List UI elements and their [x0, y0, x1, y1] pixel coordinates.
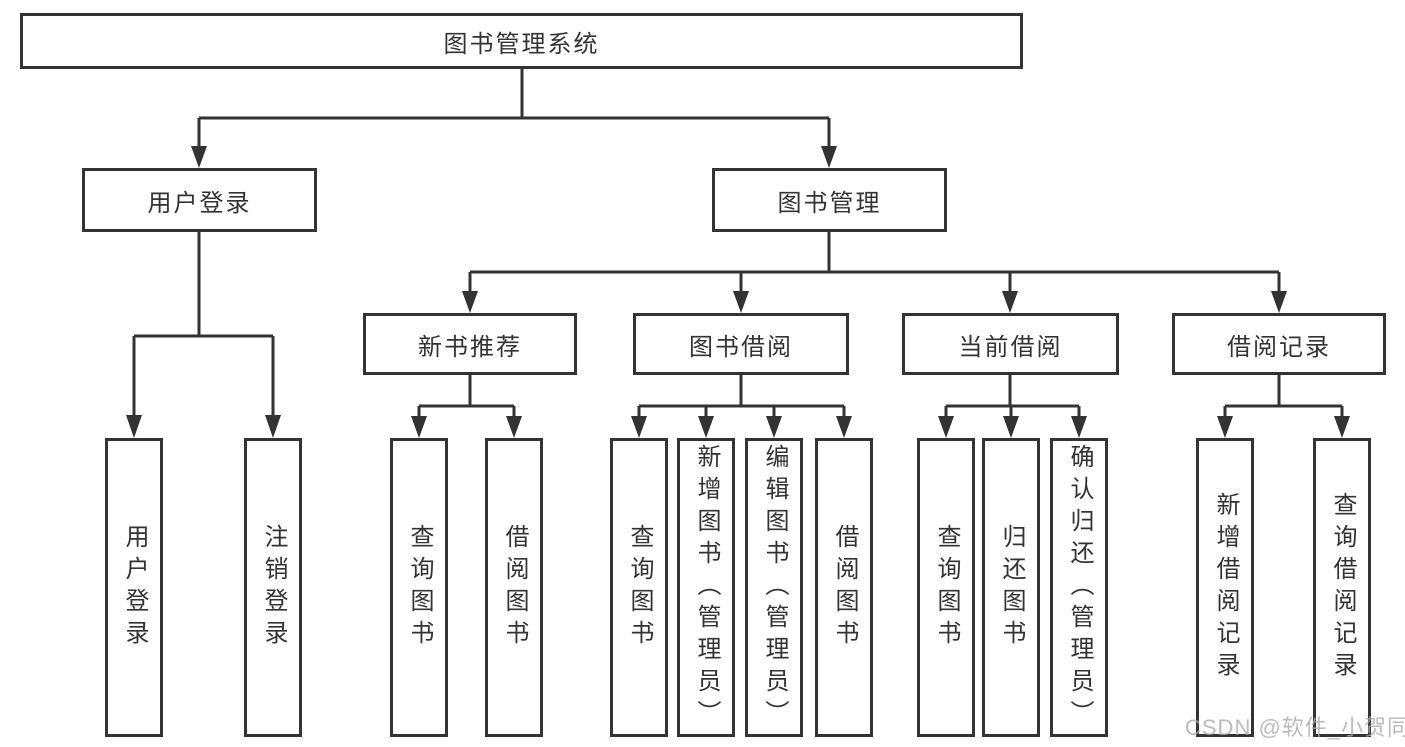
leaf-query-borrow-record: 查询借阅记录 [1313, 438, 1371, 737]
node-book-borrow-label: 图书借阅 [689, 333, 793, 361]
connector-user-login [126, 232, 281, 438]
leaf-user-login: 用户登录 [105, 438, 163, 737]
node-new-books-label: 新书推荐 [418, 333, 522, 361]
leaf-query-books-current: 查询图书 [917, 438, 975, 737]
leaf-add-borrow-record-label: 新增借阅记录 [1212, 491, 1239, 684]
node-book-mgmt: 图书管理 [712, 168, 947, 232]
leaf-user-login-label: 用户登录 [121, 523, 148, 652]
leaf-borrow-books: 借阅图书 [815, 438, 873, 737]
leaf-confirm-return-admin: 确认归还（管理员） [1050, 438, 1108, 737]
leaf-return-books: 归还图书 [982, 438, 1040, 737]
leaf-query-books-borrow-label: 查询图书 [626, 523, 653, 652]
connector-book-mgmt [462, 232, 1287, 313]
connector-book-borrow [631, 375, 852, 438]
leaf-query-books-new: 查询图书 [390, 438, 448, 737]
node-borrow-records: 借阅记录 [1172, 313, 1386, 375]
node-book-mgmt-label: 图书管理 [777, 189, 882, 217]
node-current-borrow-label: 当前借阅 [958, 333, 1063, 361]
leaf-query-books-borrow: 查询图书 [610, 438, 668, 737]
leaf-borrow-books-new-label: 借阅图书 [501, 523, 528, 652]
leaf-edit-books-admin: 编辑图书（管理员） [745, 438, 803, 737]
node-borrow-records-label: 借阅记录 [1227, 333, 1331, 361]
leaf-borrow-books-label: 借阅图书 [831, 523, 858, 652]
watermark: CSDN @软件_小贺同学 [1185, 715, 1405, 740]
leaf-borrow-books-new: 借阅图书 [485, 438, 543, 737]
leaf-add-books-admin-label: 新增图书（管理员） [693, 443, 720, 732]
node-new-books: 新书推荐 [363, 313, 577, 375]
leaf-logout-label: 注销登录 [260, 523, 287, 652]
node-root-label: 图书管理系统 [443, 30, 600, 58]
leaf-edit-books-admin-label: 编辑图书（管理员） [761, 443, 788, 732]
leaf-return-books-label: 归还图书 [998, 523, 1025, 652]
leaf-add-books-admin: 新增图书（管理员） [677, 438, 735, 737]
node-user-login: 用户登录 [82, 168, 317, 232]
leaf-query-books-current-label: 查询图书 [933, 523, 960, 652]
connector-borrow-records [1217, 375, 1350, 438]
node-root: 图书管理系统 [20, 13, 1023, 69]
leaf-confirm-return-admin-label: 确认归还（管理员） [1066, 443, 1093, 732]
node-current-borrow: 当前借阅 [902, 313, 1119, 375]
connector-new-books [411, 375, 522, 438]
leaf-add-borrow-record: 新增借阅记录 [1196, 438, 1254, 737]
node-user-login-label: 用户登录 [147, 189, 252, 217]
connector-root [191, 69, 837, 168]
node-book-borrow: 图书借阅 [633, 313, 849, 375]
leaf-query-borrow-record-label: 查询借阅记录 [1329, 491, 1356, 684]
connector-current-borrow [938, 375, 1087, 438]
leaf-query-books-new-label: 查询图书 [406, 523, 433, 652]
leaf-logout: 注销登录 [244, 438, 302, 737]
